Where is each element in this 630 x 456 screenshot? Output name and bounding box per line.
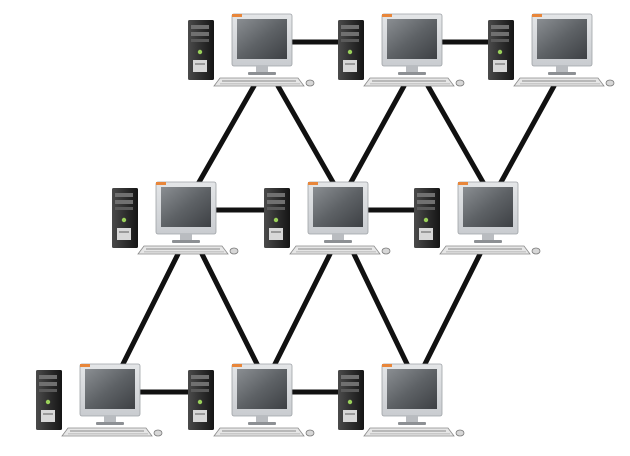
computer-node-6 [412, 180, 542, 260]
computer-node-1 [186, 12, 316, 92]
connection-pc-2-pc-6 [425, 83, 487, 187]
connection-pc-4-pc-8 [199, 251, 261, 369]
computer-icon [36, 363, 163, 437]
connection-pc-6-pc-9 [421, 251, 483, 369]
connection-pc-1-pc-5 [275, 83, 337, 187]
computer-node-8 [186, 362, 316, 442]
computer-node-7 [34, 362, 164, 442]
computer-node-4 [110, 180, 240, 260]
computer-icon [188, 363, 315, 437]
computer-icon [112, 181, 239, 255]
computer-icon [338, 363, 465, 437]
connection-pc-4-pc-7 [119, 251, 181, 369]
computer-icon [414, 181, 541, 255]
computer-icon [338, 13, 465, 87]
connection-pc-3-pc-6 [497, 83, 557, 187]
computer-icon [188, 13, 315, 87]
connection-pc-5-pc-9 [351, 251, 411, 369]
computer-node-9 [336, 362, 466, 442]
computer-icon [264, 181, 391, 255]
connection-pc-5-pc-8 [271, 251, 333, 369]
connection-pc-1-pc-4 [195, 83, 257, 187]
computer-node-3 [486, 12, 616, 92]
computer-node-5 [262, 180, 392, 260]
connection-pc-2-pc-5 [347, 83, 407, 187]
computer-icon [488, 13, 615, 87]
computer-node-2 [336, 12, 466, 92]
